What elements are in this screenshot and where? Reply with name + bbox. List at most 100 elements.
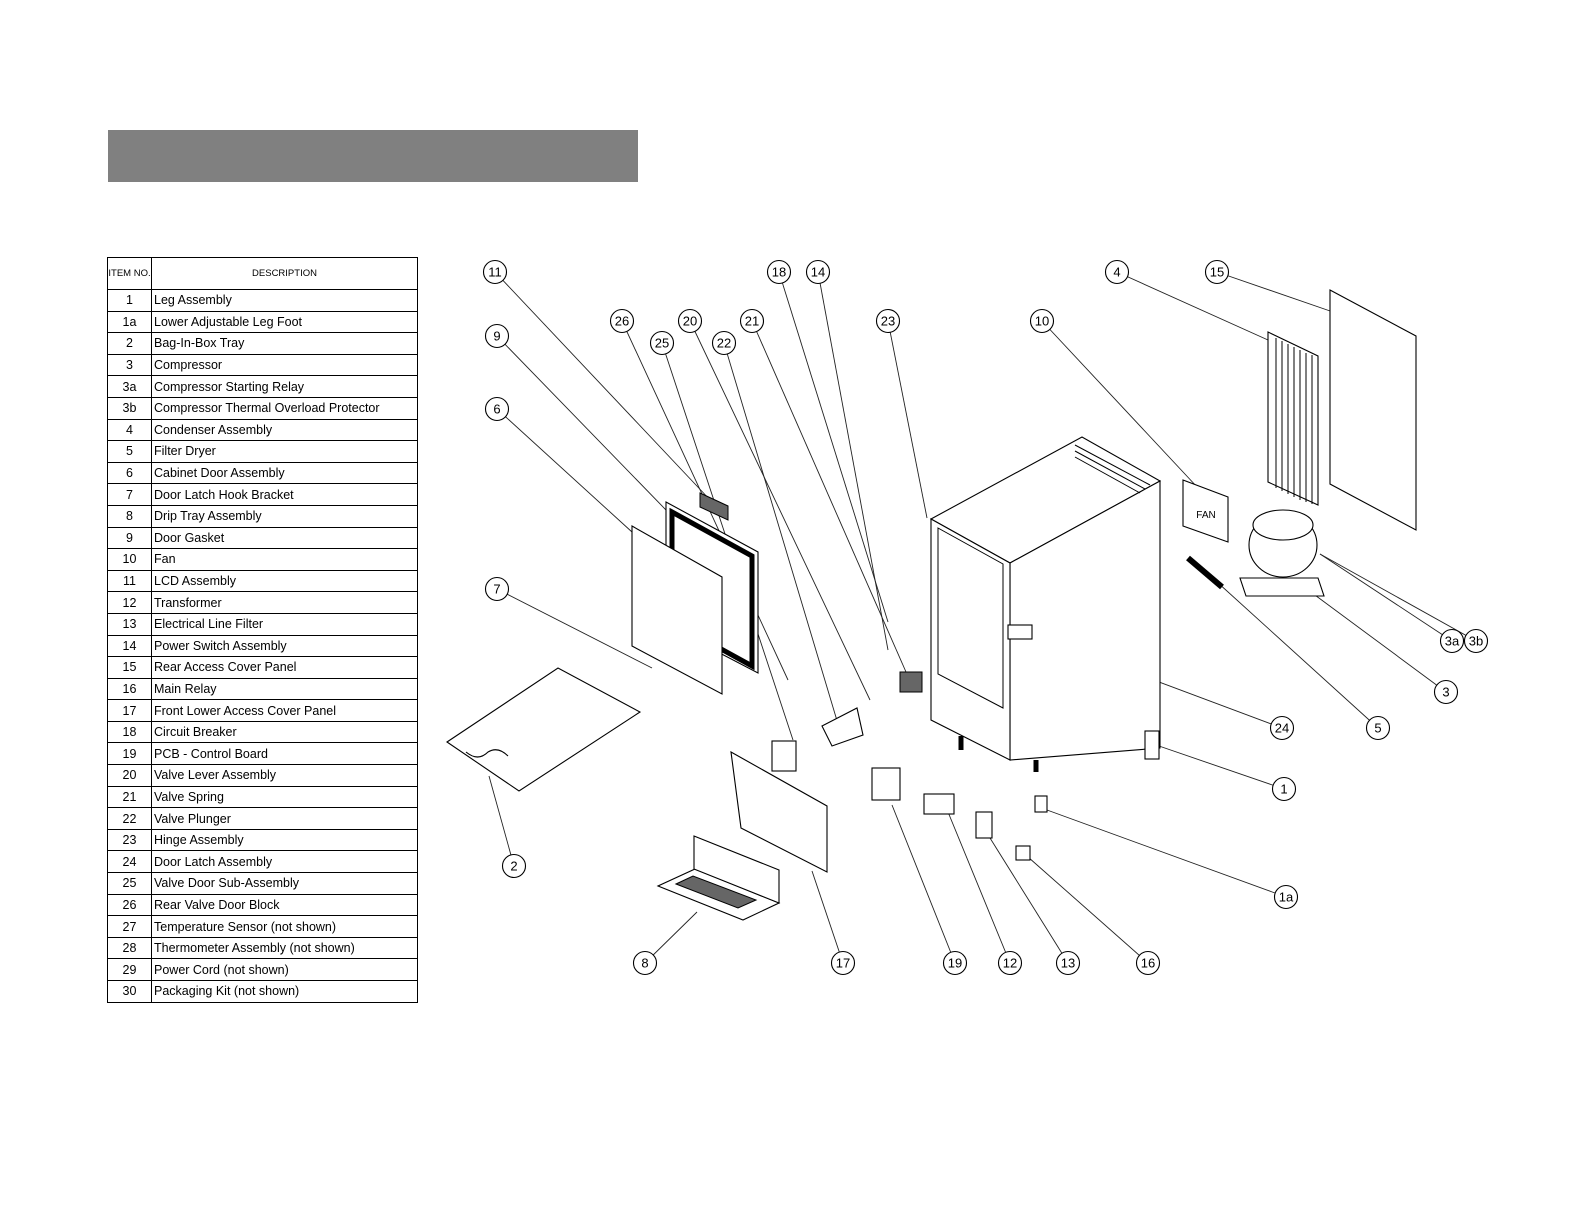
callout-label: 3b [1469, 634, 1483, 649]
callout-circle [484, 396, 510, 422]
leader-line [887, 320, 928, 519]
callout-label: 19 [948, 956, 962, 971]
item-description: Power Cord (not shown) [151, 958, 418, 981]
callout-circle [1269, 715, 1295, 741]
callout-1a: 1a [1273, 884, 1299, 910]
callout-circle [632, 950, 658, 976]
item-number: 3b [107, 396, 152, 420]
callout-label: 9 [493, 329, 500, 344]
leader-line [1158, 745, 1285, 790]
callout-circle [1433, 679, 1459, 705]
callout-label: 22 [717, 336, 731, 351]
callout-label: 1a [1279, 890, 1294, 905]
title-bar [108, 130, 638, 182]
callout-label: 26 [615, 314, 629, 329]
item-number: 10 [107, 548, 152, 571]
callout-label: 7 [493, 582, 500, 597]
callout-label: 4 [1113, 265, 1120, 280]
callout-label: 25 [655, 336, 669, 351]
callout-23: 23 [875, 308, 901, 334]
leader-line [494, 271, 713, 503]
callout-circle [1365, 715, 1391, 741]
callout-label: 18 [772, 265, 786, 280]
callout-20: 20 [677, 308, 703, 334]
leader-line [989, 837, 1069, 964]
fan: FAN [1182, 479, 1229, 543]
leader-line [1116, 271, 1269, 341]
callout-circle [830, 950, 856, 976]
lcd-assembly [699, 492, 729, 521]
callout-11: 11 [482, 259, 508, 285]
leader-line [1319, 553, 1453, 642]
callout-label: 10 [1035, 314, 1049, 329]
rear-access-cover-panel [1329, 289, 1417, 531]
callout-13: 13 [1055, 950, 1081, 976]
item-description: Door Latch Assembly [151, 850, 418, 874]
leader-line [817, 271, 889, 651]
callout-22: 22 [711, 330, 737, 356]
item-number: 17 [107, 699, 152, 722]
callout-circle [711, 330, 737, 356]
callout-circle [1055, 950, 1081, 976]
item-description: Door Latch Hook Bracket [151, 483, 418, 506]
leg-assembly [1144, 730, 1160, 760]
leader-line [1027, 856, 1149, 964]
callout-label: 3 [1442, 685, 1449, 700]
callout-8: 8 [632, 950, 658, 976]
valve-spring [899, 671, 923, 693]
item-description: LCD Assembly [151, 569, 418, 593]
item-description: Compressor Starting Relay [151, 375, 418, 398]
callout-circle [609, 308, 635, 334]
callout-10: 10 [1029, 308, 1055, 334]
leader-line [891, 804, 956, 964]
callout-21: 21 [739, 308, 765, 334]
callout-16: 16 [1135, 950, 1161, 976]
filter-dryer [1186, 555, 1224, 590]
callout-circle [766, 259, 792, 285]
leader-line [496, 335, 667, 511]
callout-24: 24 [1269, 715, 1295, 741]
leader-line [1319, 553, 1477, 642]
callout-label: 12 [1003, 956, 1017, 971]
callout-18: 18 [766, 259, 792, 285]
callout-label: 1 [1280, 782, 1287, 797]
item-description: PCB - Control Board [151, 742, 418, 766]
callout-label: 6 [493, 402, 500, 417]
callout-label: 5 [1374, 721, 1381, 736]
callout-circle [875, 308, 901, 334]
item-description: Valve Door Sub-Assembly [151, 872, 418, 895]
valve-door [771, 740, 797, 772]
callout-circle [805, 259, 831, 285]
callout-circle [1273, 884, 1299, 910]
leader-line [488, 775, 515, 867]
compressor [1239, 509, 1325, 597]
callout-25: 25 [649, 330, 675, 356]
callout-circle [482, 259, 508, 285]
callout-circle [677, 308, 703, 334]
leader-line [778, 271, 889, 623]
item-description: Temperature Sensor (not shown) [151, 915, 418, 938]
fan-label: FAN [1196, 510, 1215, 521]
bag-in-box-tray [446, 667, 642, 792]
callout-3: 3 [1433, 679, 1459, 705]
leader-line [811, 870, 844, 964]
callout-circle [1204, 259, 1230, 285]
item-description: Bag-In-Box Tray [151, 332, 418, 355]
callout-circle [484, 576, 510, 602]
callout-9: 9 [484, 323, 510, 349]
